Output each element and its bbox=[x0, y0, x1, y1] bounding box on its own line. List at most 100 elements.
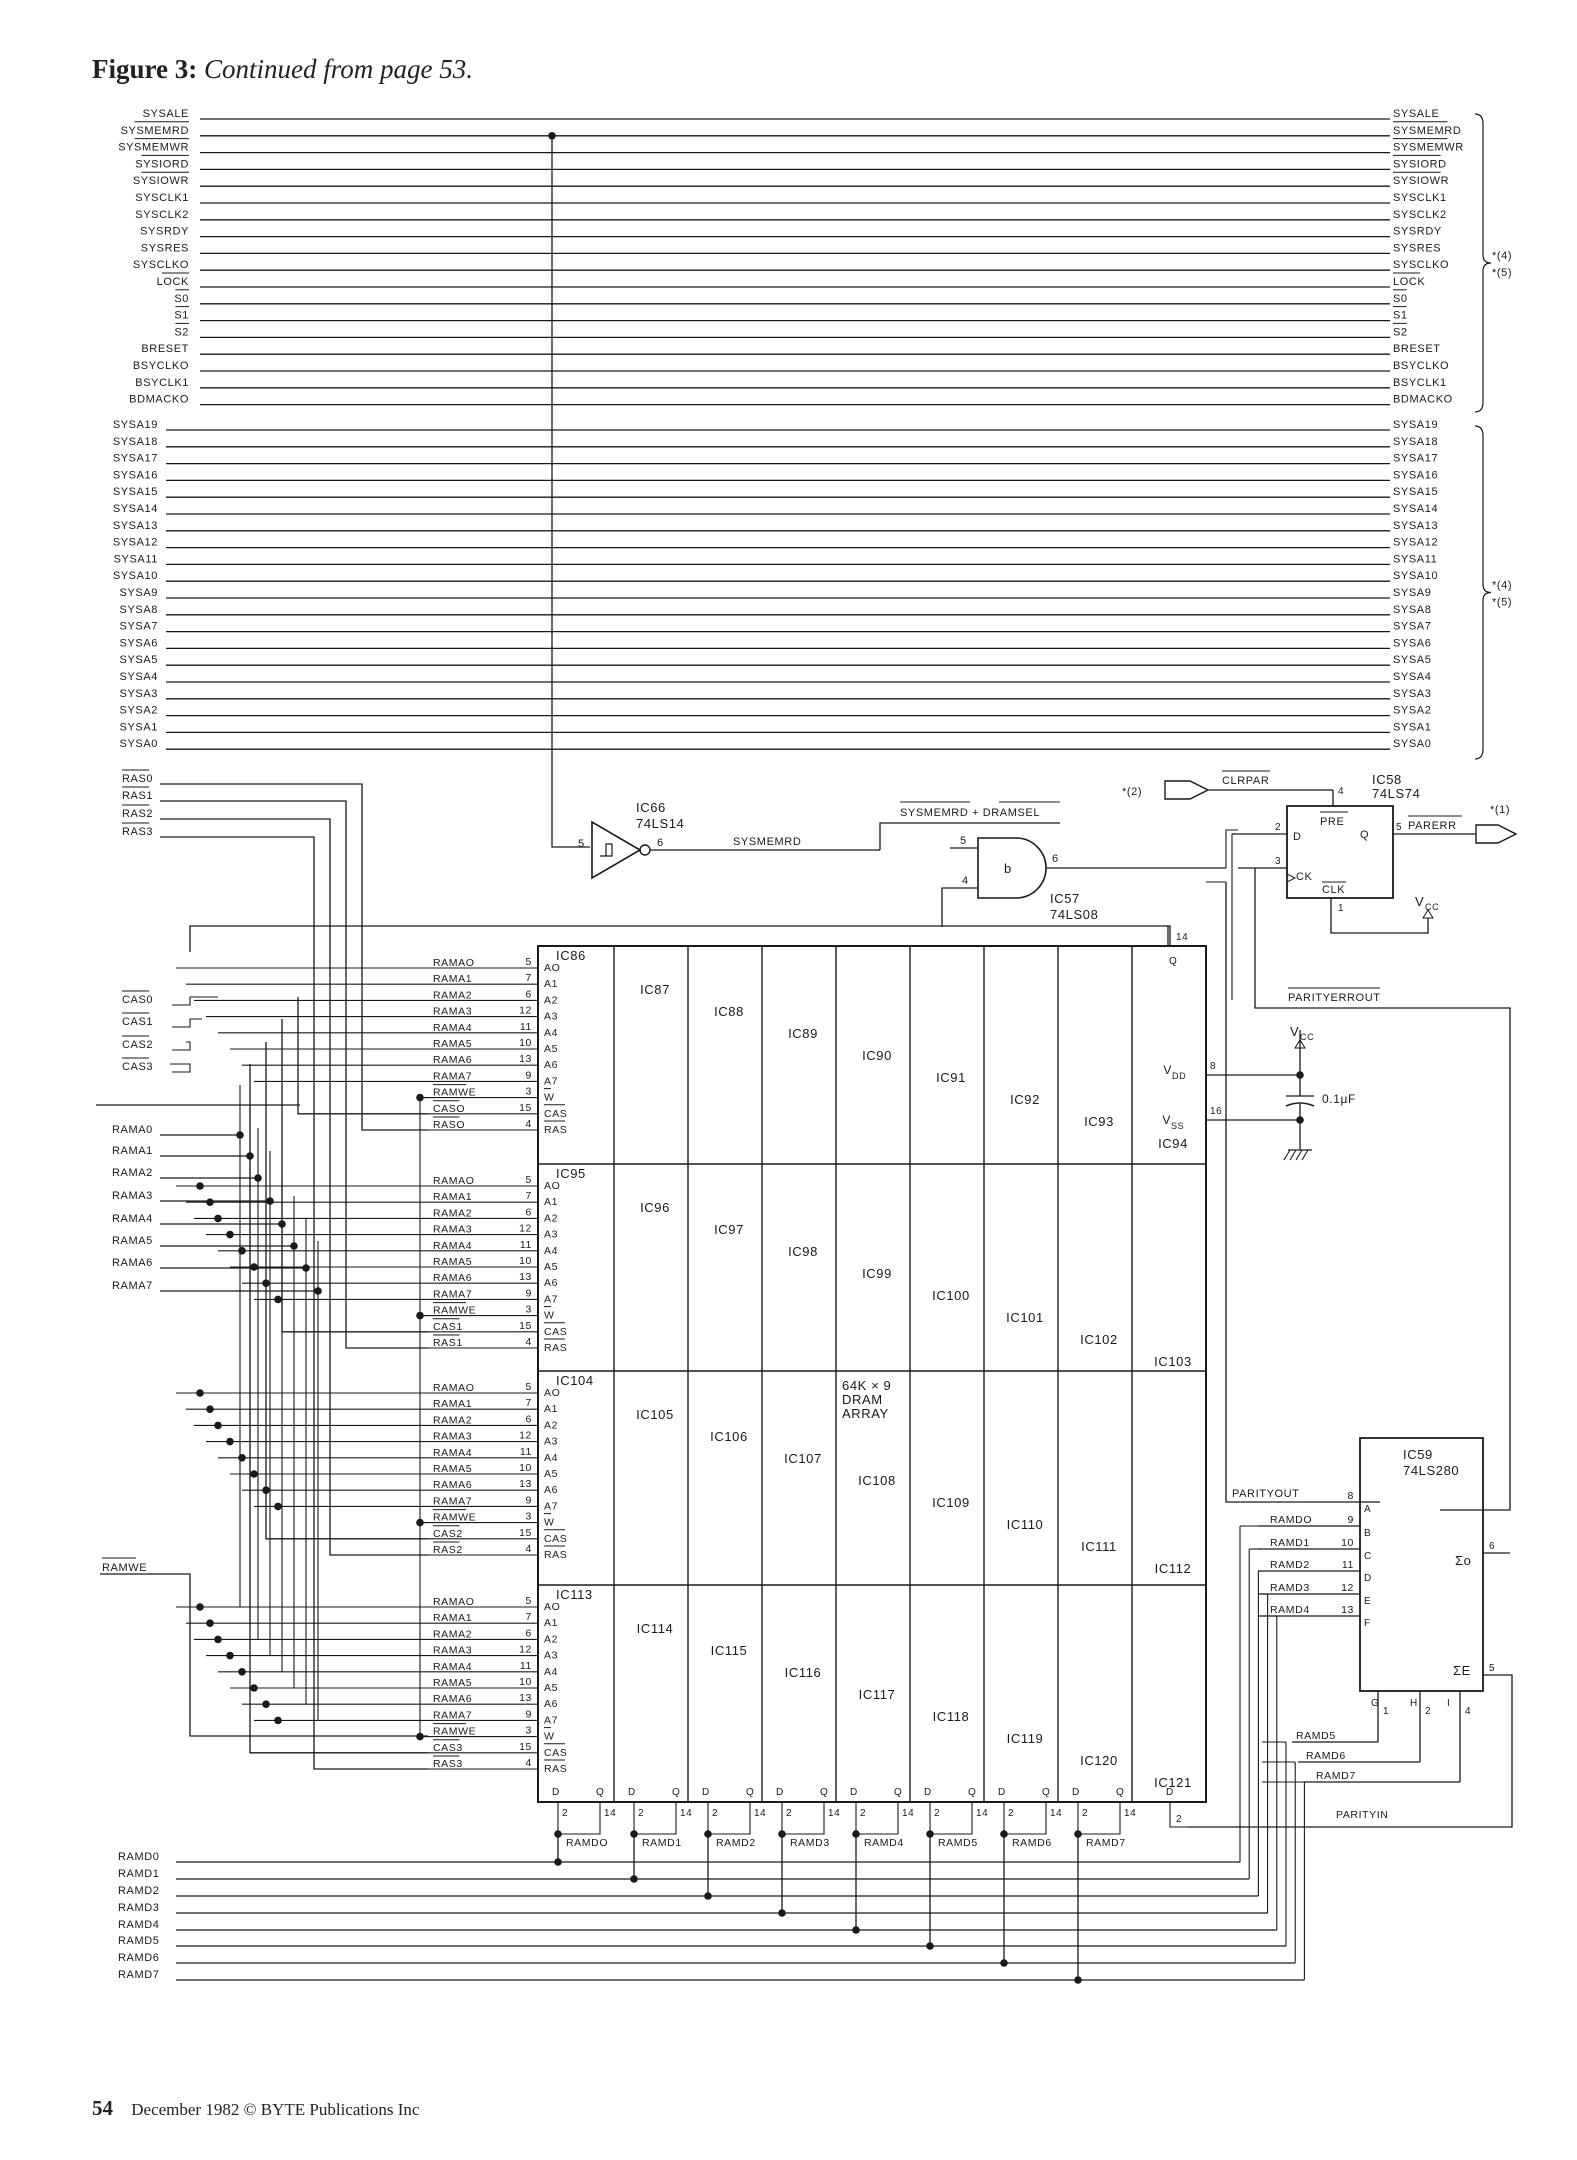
row-pin-number: 7 bbox=[526, 1611, 532, 1623]
pin-2: 2 bbox=[786, 1808, 792, 1819]
junction-dot bbox=[278, 1220, 286, 1228]
chip-ic100: IC100 bbox=[932, 1288, 970, 1303]
row-pin-label: RAMA2 bbox=[433, 1414, 472, 1426]
bus-label-left: SYSA16 bbox=[113, 469, 158, 481]
ic59-in-label: RAMD3 bbox=[1270, 1582, 1310, 1594]
chip-pin-name: CAS bbox=[544, 1747, 567, 1759]
chip-pin-name: RAS bbox=[544, 1342, 567, 1354]
chip-ic88: IC88 bbox=[714, 1004, 744, 1019]
chip-pin-name: A7 bbox=[544, 1714, 558, 1726]
bus-label-left: SYSRDY bbox=[140, 226, 189, 238]
row-pin-number: 10 bbox=[519, 1255, 532, 1267]
parityin-label: PARITYIN bbox=[1336, 1809, 1388, 1821]
pin-2: 2 bbox=[934, 1808, 940, 1819]
chip-pin-name: A6 bbox=[544, 1059, 558, 1071]
row-pin-number: 12 bbox=[519, 1644, 532, 1656]
ramd-col-label: RAMD6 bbox=[1012, 1837, 1052, 1849]
ras-label-2: RAS2 bbox=[122, 808, 153, 820]
bus-label-right: SYSCLK1 bbox=[1393, 192, 1447, 204]
bus-label-left: SYSA7 bbox=[120, 621, 158, 633]
sysmemrd-label: SYSMEMRD bbox=[733, 836, 801, 848]
pin-d: D bbox=[1072, 1787, 1080, 1798]
bus-note: *(5) bbox=[1492, 597, 1512, 609]
row-pin-number: 15 bbox=[519, 1102, 532, 1114]
junction-dot bbox=[778, 1830, 786, 1838]
dq-tie bbox=[929, 1818, 973, 1835]
cas-label-3: CAS3 bbox=[122, 1061, 153, 1073]
row-pin-label: RAMA5 bbox=[433, 1677, 472, 1689]
bus-note: *(5) bbox=[1492, 267, 1512, 279]
chip-ic92: IC92 bbox=[1010, 1092, 1040, 1107]
junction-dot bbox=[1074, 1830, 1082, 1838]
chip-ic110: IC110 bbox=[1007, 1517, 1044, 1532]
row-pin-number: 4 bbox=[526, 1543, 532, 1555]
bus-label-left: SYSALE bbox=[143, 108, 189, 120]
bus-label-right: SYSA3 bbox=[1393, 688, 1431, 700]
bus-label-right: S0 bbox=[1393, 293, 1408, 305]
pin-q: Q bbox=[820, 1787, 828, 1798]
junction-dot bbox=[852, 1830, 860, 1838]
pin-2-ic121: 2 bbox=[1176, 1814, 1182, 1825]
brace-control bbox=[1474, 113, 1492, 413]
pin-14: 14 bbox=[976, 1808, 988, 1819]
chip-pin-name: A6 bbox=[544, 1484, 558, 1496]
row-pin-number: 3 bbox=[526, 1086, 532, 1098]
rama-label-7: RAMA7 bbox=[112, 1280, 153, 1292]
junction-dot bbox=[1000, 1959, 1008, 1967]
cap-value: 0.1μF bbox=[1322, 1092, 1356, 1106]
chip-ic109: IC109 bbox=[932, 1495, 970, 1510]
row-pin-number: 11 bbox=[520, 1660, 532, 1672]
row-pin-number: 9 bbox=[526, 1494, 532, 1506]
row-pin-number: 6 bbox=[526, 1413, 532, 1425]
ic59-input-name: F bbox=[1364, 1618, 1371, 1629]
cap-plate-curved bbox=[1285, 1102, 1315, 1107]
ramd-col-label: RAMDO bbox=[566, 1837, 608, 1849]
pin-d: D bbox=[628, 1787, 636, 1798]
row-pin-label: RAMA2 bbox=[433, 1207, 472, 1219]
ground-hatch bbox=[1301, 1149, 1309, 1161]
bus-label-right: SYSMEMRD bbox=[1393, 125, 1461, 137]
bus-label-right: SYSA4 bbox=[1393, 671, 1431, 683]
junction-dot bbox=[704, 1892, 712, 1900]
bus-label-left: SYSA10 bbox=[113, 570, 158, 582]
chip-ic86: IC86 bbox=[556, 948, 586, 963]
bus-label-left: SYSRES bbox=[141, 242, 189, 254]
chip-pin-name: A5 bbox=[544, 1682, 558, 1694]
chip-pin-name: AO bbox=[544, 962, 560, 974]
chip-ic111: IC111 bbox=[1081, 1539, 1117, 1554]
pin-q: Q bbox=[672, 1787, 680, 1798]
bus-label-right: SYSIOWR bbox=[1393, 175, 1449, 187]
figure-caption-text: Continued from page 53. bbox=[203, 54, 473, 84]
ic57-and-gate bbox=[977, 837, 1047, 899]
pin-d-ic121: D bbox=[1166, 1787, 1174, 1798]
bus-label-left: SYSA3 bbox=[120, 688, 158, 700]
ramd-col-label: RAMD7 bbox=[1086, 1837, 1126, 1849]
ic58-pin-ck: 3 bbox=[1275, 856, 1281, 867]
ic59-input-h: H bbox=[1410, 1698, 1418, 1709]
row-pin-label: RAMA5 bbox=[433, 1038, 472, 1050]
ramd-bus-label-5: RAMD5 bbox=[118, 1935, 160, 1947]
bus-label-right: SYSA0 bbox=[1393, 738, 1431, 750]
row-pin-number: 13 bbox=[519, 1478, 532, 1490]
bus-label-left: SYSA18 bbox=[113, 436, 158, 448]
row-pin-number: 5 bbox=[526, 1381, 532, 1393]
ras-wire-2 bbox=[160, 818, 428, 1556]
chip-ic113: IC113 bbox=[556, 1587, 593, 1602]
junction-dot bbox=[226, 1230, 234, 1239]
ramd-col-label: RAMD4 bbox=[864, 1837, 904, 1849]
chip-pin-name: A1 bbox=[544, 1196, 558, 1208]
row-pin-number: 11 bbox=[520, 1021, 532, 1033]
ground-hatch bbox=[1289, 1149, 1297, 1161]
row-pin-number: 15 bbox=[519, 1320, 532, 1332]
chip-pin-name: CAS bbox=[544, 1326, 567, 1338]
chip-pin-name: A1 bbox=[544, 1403, 558, 1415]
ramwe-label: RAMWE bbox=[102, 1562, 147, 1574]
bus-label-right: SYSA17 bbox=[1393, 453, 1438, 465]
ic66-pin-in: 5 bbox=[578, 838, 585, 850]
chip-pin-name: CAS bbox=[544, 1108, 567, 1120]
row-pin-number: 6 bbox=[526, 988, 532, 1000]
bus-label-right: SYSMEMWR bbox=[1393, 142, 1464, 154]
ic59-in-label: RAMD2 bbox=[1270, 1559, 1310, 1571]
junction-dot bbox=[262, 1700, 270, 1708]
ic57-in-b bbox=[941, 887, 978, 927]
